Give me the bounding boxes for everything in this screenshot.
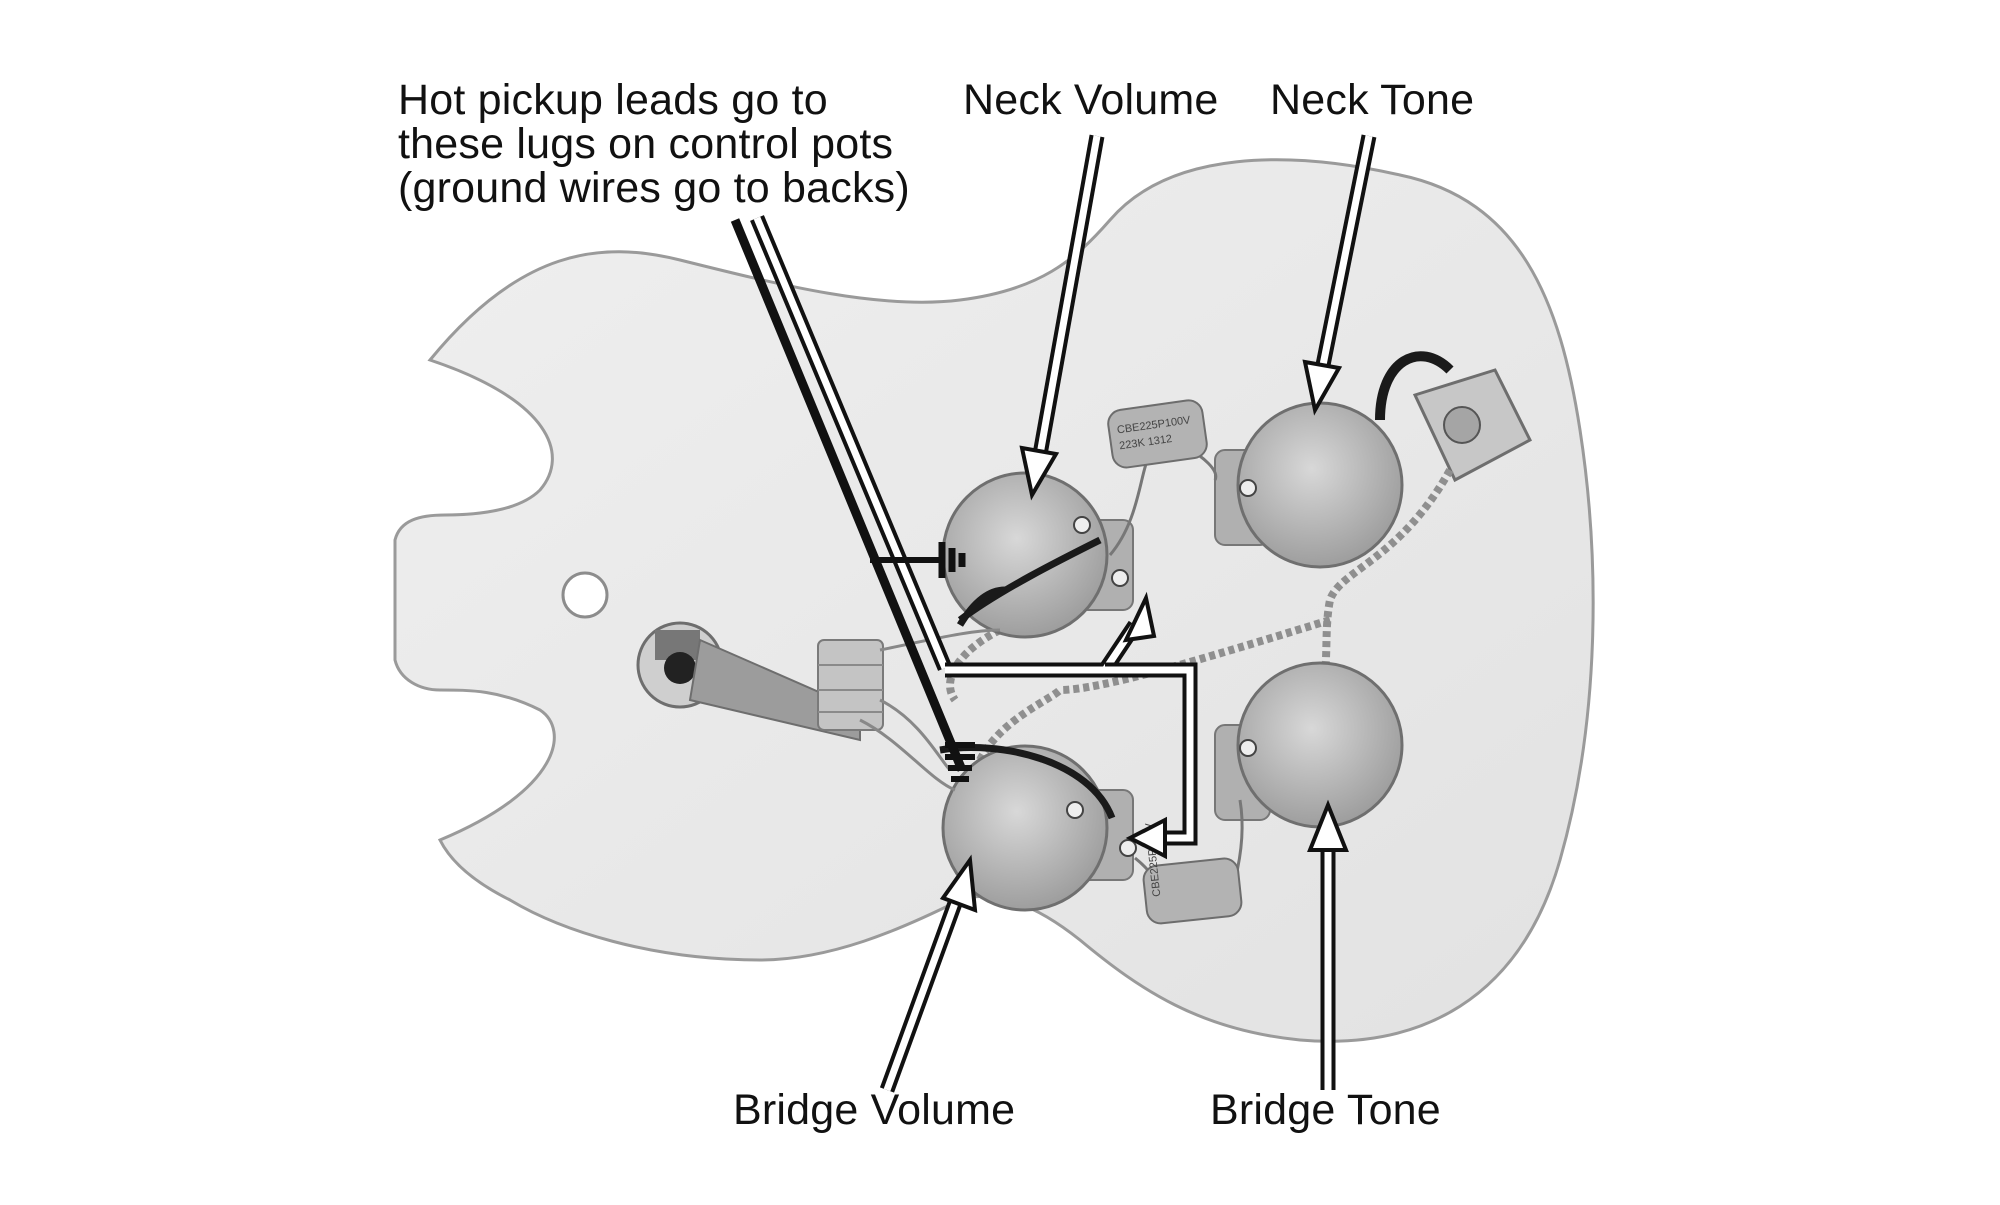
pickup-selector-switch (636, 621, 884, 742)
neck-volume-label: Neck Volume (963, 76, 1219, 124)
neck-volume-arrow (1019, 134, 1105, 501)
neck-tone-capacitor: CBE225P100V 223K 1312 (1107, 399, 1218, 556)
hot-pickup-leads-label-line-3: (ground wires go to backs) (398, 164, 910, 212)
output-jack (1375, 351, 1532, 483)
switch-wires (859, 628, 1001, 792)
hot-pickup-leads-label: Hot pickup leads go to these lugs on con… (398, 78, 910, 210)
hot-leads-leader (730, 215, 1198, 860)
neck-tone-label: Neck Tone (1270, 76, 1475, 124)
bridge-tone-pot (1214, 661, 1404, 829)
hot-pickup-leads-label-line-1: Hot pickup leads go to (398, 76, 828, 124)
hot-pickup-leads-label-line-2: these lugs on control pots (398, 120, 894, 168)
neck-tone-arrow (1302, 134, 1377, 416)
bridge-tone-label: Bridge Tone (1210, 1086, 1441, 1134)
neck-tone-pot (1214, 401, 1404, 569)
bridge-volume-pot (941, 744, 1137, 912)
bridge-tone-arrow (1307, 799, 1349, 1090)
bridge-volume-label: Bridge Volume (733, 1086, 1016, 1134)
bridge-volume-arrow (879, 854, 978, 1093)
mounting-hole (561, 571, 609, 619)
